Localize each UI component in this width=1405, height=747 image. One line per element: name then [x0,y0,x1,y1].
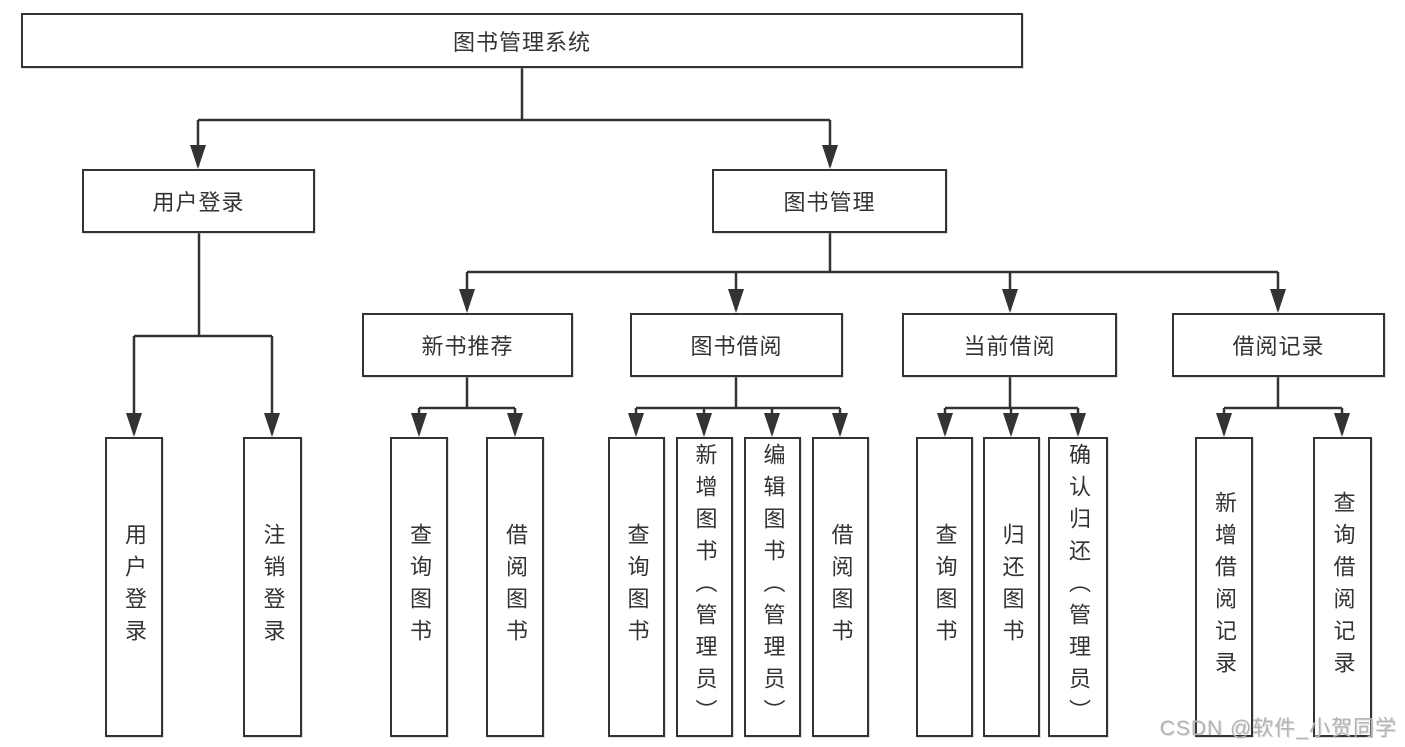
node-user-login: 用户登录 [82,169,315,233]
node-label: 注销登录 [260,523,286,651]
node-label: 借阅图书 [828,523,854,651]
node-label: 查询借阅记录 [1330,491,1356,683]
node-label: 借阅图书 [503,523,528,651]
leaf-query-borrow-record: 查询借阅记录 [1313,437,1372,737]
node-label: 图书管理 [783,190,876,215]
node-label: 确认归还（管理员） [1066,443,1091,731]
node-label: 查询图书 [407,523,432,651]
leaf-user-login: 用户登录 [105,437,163,737]
node-label: 用户登录 [152,190,245,215]
node-label: 编辑图书（管理员） [760,443,786,731]
leaf-add-books-admin: 新增图书（管理员） [676,437,733,737]
leaf-borrow-books-recommend: 借阅图书 [486,437,544,737]
node-book-management: 图书管理 [712,169,947,233]
node-borrowing-records: 借阅记录 [1172,313,1385,377]
csdn-watermark: CSDN @软件_小贺同学 [1159,717,1397,740]
node-label: 借阅记录 [1232,334,1325,359]
node-library-management-system: 图书管理系统 [21,13,1023,68]
node-label: 用户登录 [122,523,147,651]
leaf-logout: 注销登录 [243,437,302,737]
node-label: 新书推荐 [421,334,514,359]
node-label: 归还图书 [999,523,1025,651]
node-new-book-recommendation: 新书推荐 [362,313,573,377]
leaf-confirm-return-admin: 确认归还（管理员） [1048,437,1108,737]
node-label: 新增借阅记录 [1212,491,1237,683]
node-label: 图书管理系统 [452,29,591,55]
node-current-borrowing: 当前借阅 [902,313,1117,377]
leaf-borrow-books-borrowing: 借阅图书 [812,437,869,737]
node-book-borrowing: 图书借阅 [630,313,843,377]
node-label: 新增图书（管理员） [692,443,718,731]
node-label: 查询图书 [932,523,958,651]
leaf-return-books: 归还图书 [983,437,1040,737]
leaf-query-books-current: 查询图书 [916,437,973,737]
leaf-edit-books-admin: 编辑图书（管理员） [744,437,801,737]
leaf-add-borrow-record: 新增借阅记录 [1195,437,1253,737]
node-label: 当前借阅 [963,334,1056,359]
node-label: 查询图书 [624,523,650,651]
leaf-query-books-recommend: 查询图书 [390,437,448,737]
leaf-query-books-borrowing: 查询图书 [608,437,665,737]
node-label: 图书借阅 [690,334,783,359]
